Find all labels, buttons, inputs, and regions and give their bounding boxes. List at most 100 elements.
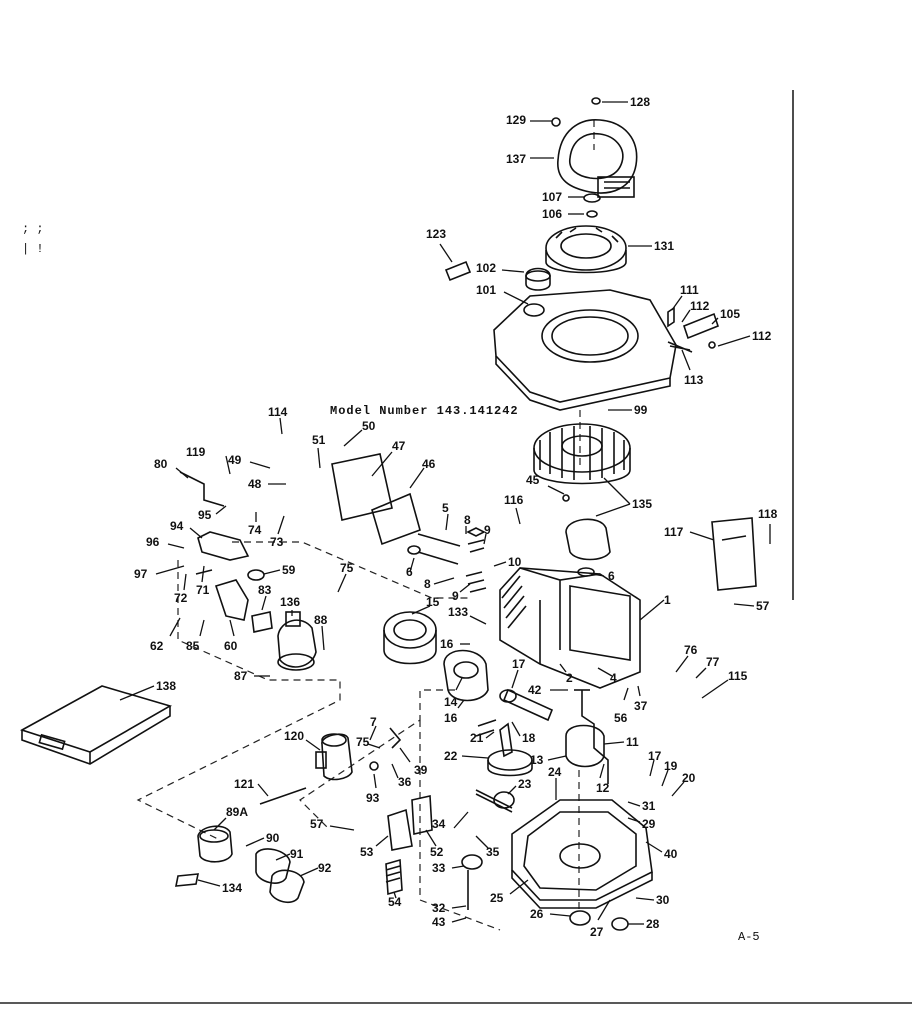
callout-text: 23 [518, 777, 532, 791]
callout-102: 102 [476, 261, 525, 275]
callout-text: 8 [424, 577, 431, 591]
callout-31: 31 [627, 799, 656, 813]
callout-text: 53 [360, 845, 374, 859]
callout-88: 88 [314, 613, 328, 651]
intake-gasket-set [331, 453, 437, 665]
callout-138: 138 [119, 679, 176, 701]
callout-105: 105 [711, 307, 740, 325]
callout-text: 91 [290, 847, 304, 861]
callout-text: 101 [476, 283, 496, 297]
callout-118: 118 [758, 507, 778, 544]
callout-45: 45 [526, 473, 565, 495]
callout-text: 102 [476, 261, 496, 275]
callout-9: 9 [483, 523, 491, 545]
callout-57b: 57 [310, 817, 355, 831]
governor-parts [385, 795, 483, 910]
callout-49: 49 [228, 453, 271, 469]
callout-text: 59 [282, 563, 296, 577]
callout-text: 51 [312, 433, 326, 447]
callout-text: 71 [196, 583, 210, 597]
callout-83: 83 [258, 583, 272, 611]
callout-133: 133 [448, 605, 487, 625]
callout-text: 90 [266, 831, 280, 845]
callout-text: 46 [422, 457, 436, 471]
callout-text: 54 [388, 895, 402, 909]
callout-27: 27 [590, 899, 611, 939]
callout-text: 9 [452, 589, 459, 603]
oil-fill-tube [315, 733, 353, 781]
callout-135: 135 [595, 477, 652, 517]
callout-48: 48 [248, 477, 286, 491]
callout-text: 76 [684, 643, 698, 657]
callout-75b: 75 [356, 735, 381, 749]
callout-text: 113 [684, 373, 704, 387]
callout-text: 7 [370, 715, 377, 729]
callout-117: 117 [664, 525, 715, 541]
callout-42: 42 [528, 683, 568, 697]
callout-text: 87 [234, 669, 248, 683]
callout-text: 99 [634, 403, 648, 417]
callout-28: 28 [628, 917, 660, 931]
callout-text: 121 [234, 777, 254, 791]
callout-22: 22 [444, 749, 489, 763]
callout-107: 107 [542, 190, 584, 204]
starter-pulley [545, 225, 627, 274]
callout-121: 121 [234, 777, 269, 797]
callout-text: 49 [228, 453, 242, 467]
callout-text: 56 [614, 711, 628, 725]
tappets [475, 719, 515, 813]
callout-123: 123 [426, 227, 453, 263]
callout-text: 42 [528, 683, 542, 697]
callout-76: 76 [675, 643, 698, 673]
callout-text: 27 [590, 925, 604, 939]
callout-text: 16 [440, 637, 454, 651]
callout-33: 33 [432, 861, 465, 875]
callout-text: 28 [646, 917, 660, 931]
callout-text: 128 [630, 95, 650, 109]
callout-text: 13 [530, 753, 544, 767]
callout-text: 8 [464, 513, 471, 527]
callout-90: 90 [245, 831, 280, 847]
callout-11: 11 [603, 735, 639, 749]
callout-text: 93 [366, 791, 380, 805]
callout-text: 6 [608, 569, 615, 583]
callout-text: 11 [626, 735, 639, 749]
callout-text: 138 [156, 679, 176, 693]
callout-text: 15 [426, 595, 440, 609]
owners-manual [19, 685, 173, 765]
callout-text: 77 [706, 655, 720, 669]
carburetor [277, 611, 317, 671]
callout-114: 114 [268, 405, 288, 435]
callout-text: 21 [470, 731, 484, 745]
callout-text: 2 [566, 671, 573, 685]
callout-50: 50 [343, 419, 376, 447]
callout-text: 6 [406, 565, 413, 579]
callout-text: 60 [224, 639, 238, 653]
callout-text: 129 [506, 113, 526, 127]
flywheel [533, 423, 631, 502]
callout-text: 80 [154, 457, 168, 471]
callout-57: 57 [733, 599, 770, 613]
callout-labels: 128 129 137 107 106 131 123 102 101 111 … [119, 95, 778, 939]
callout-26: 26 [530, 907, 571, 921]
callout-46: 46 [409, 457, 436, 489]
model-number-title: Model Number 143.141242 [330, 404, 519, 418]
callout-text: 57 [756, 599, 770, 613]
callout-text: 9 [484, 523, 491, 537]
callout-text: 39 [414, 763, 428, 777]
callout-text: 74 [248, 523, 262, 537]
valve-train [407, 527, 487, 593]
callout-21: 21 [470, 731, 495, 745]
callout-74: 74 [248, 512, 262, 537]
callout-text: 123 [426, 227, 446, 241]
callout-12: 12 [596, 763, 610, 795]
cap-and-plate [444, 260, 551, 291]
blower-housing-shroud [493, 289, 677, 411]
callout-93: 93 [366, 773, 380, 805]
recoil-starter-housing [557, 119, 638, 198]
callout-text: 1 [664, 593, 671, 607]
callout-16b: 16 [444, 699, 465, 725]
callout-85: 85 [186, 619, 205, 653]
callout-text: 72 [174, 591, 188, 605]
